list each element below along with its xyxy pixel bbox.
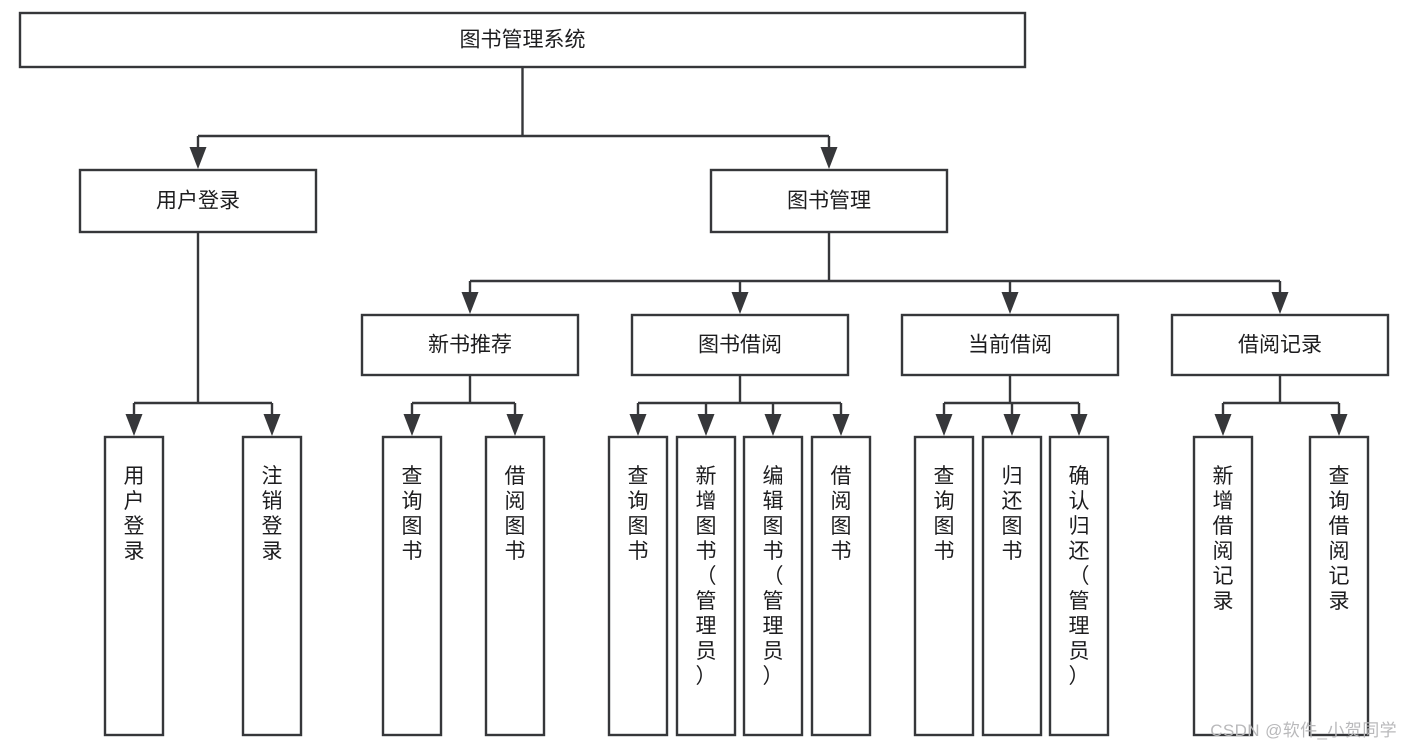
node-l-borrow-add-book[interactable]: 新增图书（管理员）: [675, 435, 737, 737]
node-l-rec-query-book[interactable]: 查询图书: [381, 435, 443, 737]
node-label: 借阅记录: [1238, 334, 1322, 357]
node-box[interactable]: [900, 313, 1120, 377]
node-box[interactable]: [913, 435, 975, 737]
connector-group: [189, 67, 838, 169]
node-root[interactable]: 图书管理系统: [18, 11, 1027, 69]
arrow-head-icon: [189, 147, 207, 169]
arrow-head-icon: [731, 292, 749, 314]
node-label: 图书管理系统: [460, 29, 586, 52]
node-l-borrow-borrow-book[interactable]: 借阅图书: [810, 435, 872, 737]
node-label: 归还图书: [1002, 465, 1023, 563]
node-label: 查询借阅记录: [1329, 465, 1350, 613]
connector-layer: [125, 67, 1348, 436]
arrow-head-icon: [1001, 292, 1019, 314]
arrow-head-icon: [629, 414, 647, 436]
node-layer: 图书管理系统用户登录图书管理新书推荐图书借阅当前借阅借阅记录用户登录注销登录查询…: [18, 11, 1390, 737]
node-n-user-login[interactable]: 用户登录: [78, 168, 318, 234]
connector-group: [125, 232, 281, 436]
connector-group: [403, 375, 524, 436]
node-box[interactable]: [981, 435, 1043, 737]
node-box[interactable]: [630, 313, 850, 377]
arrow-head-icon: [125, 414, 143, 436]
node-label: 图书管理: [787, 190, 871, 213]
connector-group: [935, 375, 1088, 436]
node-label: 确认归还（管理员）: [1069, 465, 1090, 688]
arrow-head-icon: [1330, 414, 1348, 436]
connector-group: [629, 375, 850, 436]
node-box[interactable]: [103, 435, 165, 737]
node-box[interactable]: [1048, 435, 1110, 737]
arrow-head-icon: [1271, 292, 1289, 314]
node-label: 编辑图书（管理员）: [763, 465, 784, 688]
arrow-head-icon: [935, 414, 953, 436]
node-box[interactable]: [18, 11, 1027, 69]
arrow-head-icon: [403, 414, 421, 436]
node-n-book-borrow[interactable]: 图书借阅: [630, 313, 850, 377]
node-label: 查询图书: [402, 465, 423, 563]
node-box[interactable]: [742, 435, 804, 737]
node-box[interactable]: [78, 168, 318, 234]
node-l-user-login[interactable]: 用户登录: [103, 435, 165, 737]
node-n-borrow-record[interactable]: 借阅记录: [1170, 313, 1390, 377]
node-label: 注销登录: [262, 465, 283, 563]
node-label: 用户登录: [124, 465, 145, 563]
node-label: 查询图书: [934, 465, 955, 563]
node-label: 新增借阅记录: [1213, 465, 1234, 613]
connector-group: [461, 232, 1289, 314]
arrow-head-icon: [1070, 414, 1088, 436]
node-box[interactable]: [484, 435, 546, 737]
arrow-head-icon: [506, 414, 524, 436]
node-l-rec-query-record[interactable]: 查询借阅记录: [1308, 435, 1370, 737]
node-label: 借阅图书: [505, 465, 526, 563]
node-n-book-manage[interactable]: 图书管理: [709, 168, 949, 234]
node-n-current-borrow[interactable]: 当前借阅: [900, 313, 1120, 377]
node-l-rec-add-record[interactable]: 新增借阅记录: [1192, 435, 1254, 737]
node-label: 借阅图书: [831, 465, 852, 563]
node-box[interactable]: [675, 435, 737, 737]
node-box[interactable]: [607, 435, 669, 737]
node-l-cur-query-book[interactable]: 查询图书: [913, 435, 975, 737]
node-l-borrow-query-book[interactable]: 查询图书: [607, 435, 669, 737]
arrow-head-icon: [1214, 414, 1232, 436]
node-label: 用户登录: [156, 190, 240, 213]
node-l-user-logout[interactable]: 注销登录: [241, 435, 303, 737]
node-box[interactable]: [1192, 435, 1254, 737]
node-box[interactable]: [810, 435, 872, 737]
arrow-head-icon: [263, 414, 281, 436]
arrow-head-icon: [697, 414, 715, 436]
node-box[interactable]: [241, 435, 303, 737]
node-n-new-book-rec[interactable]: 新书推荐: [360, 313, 580, 377]
arrow-head-icon: [832, 414, 850, 436]
node-label: 当前借阅: [968, 334, 1052, 357]
node-label: 图书借阅: [698, 334, 782, 357]
node-l-borrow-edit-book[interactable]: 编辑图书（管理员）: [742, 435, 804, 737]
arrow-head-icon: [461, 292, 479, 314]
node-box[interactable]: [1308, 435, 1370, 737]
node-label: 新增图书（管理员）: [696, 465, 717, 688]
node-label: 新书推荐: [428, 334, 512, 357]
watermark-text: CSDN @软件_小贺同学: [1210, 721, 1397, 740]
node-box[interactable]: [709, 168, 949, 234]
node-l-rec-borrow-book[interactable]: 借阅图书: [484, 435, 546, 737]
arrow-head-icon: [764, 414, 782, 436]
node-box[interactable]: [1170, 313, 1390, 377]
connector-group: [1214, 375, 1348, 436]
node-label: 查询图书: [628, 465, 649, 563]
arrow-head-icon: [820, 147, 838, 169]
node-l-cur-confirm-return[interactable]: 确认归还（管理员）: [1048, 435, 1110, 737]
node-box[interactable]: [360, 313, 580, 377]
arrow-head-icon: [1003, 414, 1021, 436]
node-box[interactable]: [381, 435, 443, 737]
node-l-cur-return-book[interactable]: 归还图书: [981, 435, 1043, 737]
